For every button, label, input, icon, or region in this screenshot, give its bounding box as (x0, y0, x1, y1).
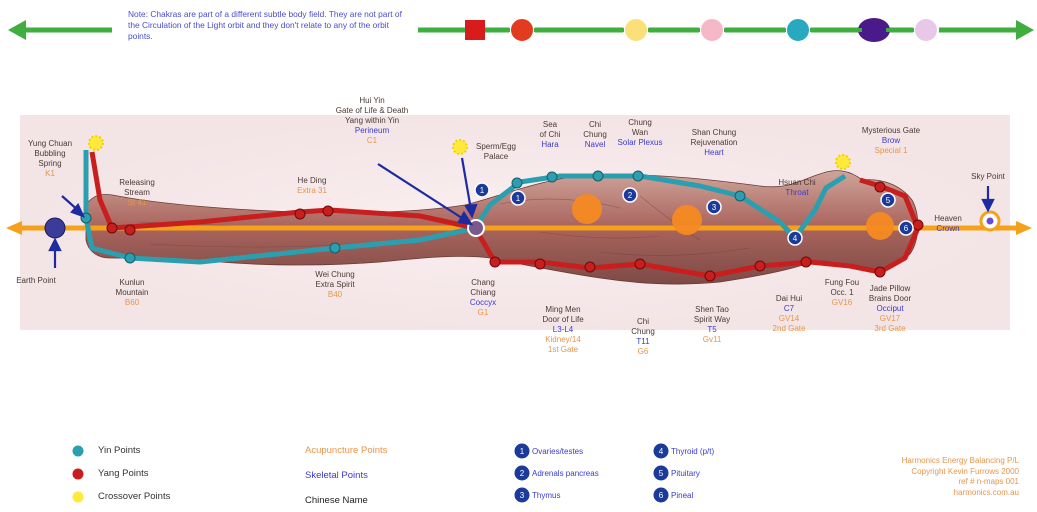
chakra-3-icon (624, 18, 648, 42)
yang-point-icon (490, 257, 500, 267)
gland-legend-number: 5 (659, 469, 664, 478)
energy-center-3-icon (866, 212, 894, 240)
gland-marker-number: 1 (516, 194, 521, 203)
yang-point-icon (295, 209, 305, 219)
yang-point-icon (125, 225, 135, 235)
yang-point-icon (913, 220, 923, 230)
gland-1-label: Ovaries/testes (532, 447, 583, 456)
crossover-point-icon (89, 136, 103, 150)
yang-point-icon (585, 262, 595, 272)
chakra-note: Note: Chakras are part of a different su… (128, 9, 408, 42)
gland-legend-number: 3 (520, 491, 525, 500)
gland-legend-number: 6 (659, 491, 664, 500)
yin-point-icon (633, 171, 643, 181)
legend-chinese-label: Chinese Name (305, 495, 368, 506)
gland-legend-number: 2 (520, 469, 525, 478)
yang-point-icon (635, 259, 645, 269)
gland-2-label: Adrenals pancreas (532, 469, 599, 478)
legend-yin-icon (73, 446, 84, 457)
label-earth-point: Earth Point (16, 276, 56, 286)
legend-yang-label: Yang Points (98, 468, 149, 479)
yin-point-icon (125, 253, 135, 263)
yang-point-icon (705, 271, 715, 281)
energy-center-2-icon (672, 205, 702, 235)
yin-point-icon (735, 191, 745, 201)
chakra-symbols (465, 18, 938, 42)
yin-point-icon (547, 172, 557, 182)
yang-point-icon (323, 206, 333, 216)
gland-legend-number: 4 (659, 447, 664, 456)
yang-point-icon (875, 182, 885, 192)
label-sky-point: Sky Point (971, 172, 1005, 182)
gland-4-label: Thyroid (p/t) (671, 447, 714, 456)
yang-point-icon (875, 267, 885, 277)
copyright-credit: Harmonics Energy Balancing P/L Copyright… (902, 456, 1019, 498)
yin-point-icon (512, 178, 522, 188)
legend-crossover-label: Crossover Points (98, 491, 170, 502)
label-chang-chiang: ChangChiang CoccyxG1 (470, 278, 496, 318)
energy-center-1-icon (572, 194, 602, 224)
yang-point-icon (801, 257, 811, 267)
chakra-1-icon (465, 20, 485, 40)
crossover-point-icon (836, 155, 850, 169)
chakra-2-icon (510, 18, 534, 42)
gland-marker-number: 3 (712, 203, 717, 212)
gland-marker-number: 1 (480, 186, 485, 195)
axis-left-arrow-icon (6, 221, 22, 235)
yang-point-icon (107, 223, 117, 233)
crossover-point-icon (453, 140, 467, 154)
legend-yin-label: Yin Points (98, 445, 140, 456)
chakra-5-icon (786, 18, 810, 42)
chakra-7-icon (914, 18, 938, 42)
label-feng-fou: Fung FouOcc. 1 GV16 (825, 278, 859, 308)
legend-crossover-icon (73, 492, 84, 503)
gland-marker-number: 2 (628, 191, 633, 200)
label-ming-men: Ming MenDoor of Life L3-L4 Kidney/141st … (542, 305, 583, 355)
legend-acupuncture-label: Acupuncture Points (305, 445, 387, 456)
axis-right-arrow-icon (1016, 221, 1032, 235)
chakra-4-icon (700, 18, 724, 42)
gland-legend-number: 1 (520, 447, 525, 456)
gland-marker-number: 5 (886, 196, 891, 205)
gland-marker-number: 6 (904, 224, 909, 233)
gland-6-label: Pineal (671, 491, 693, 500)
earth-point-icon (45, 218, 65, 238)
chakra-6-icon (858, 18, 890, 42)
gland-3-label: Thymus (532, 491, 560, 500)
legend-yang-icon (73, 469, 84, 480)
yang-point-icon (535, 259, 545, 269)
left-arrow-icon (8, 20, 26, 40)
gland-5-label: Pituitary (671, 469, 700, 478)
yang-point-icon (755, 261, 765, 271)
yin-point-icon (593, 171, 603, 181)
gland-marker-number: 4 (793, 234, 798, 243)
right-arrow-icon (1016, 20, 1034, 40)
legend-skeletal-label: Skeletal Points (305, 470, 368, 481)
yin-point-icon (330, 243, 340, 253)
